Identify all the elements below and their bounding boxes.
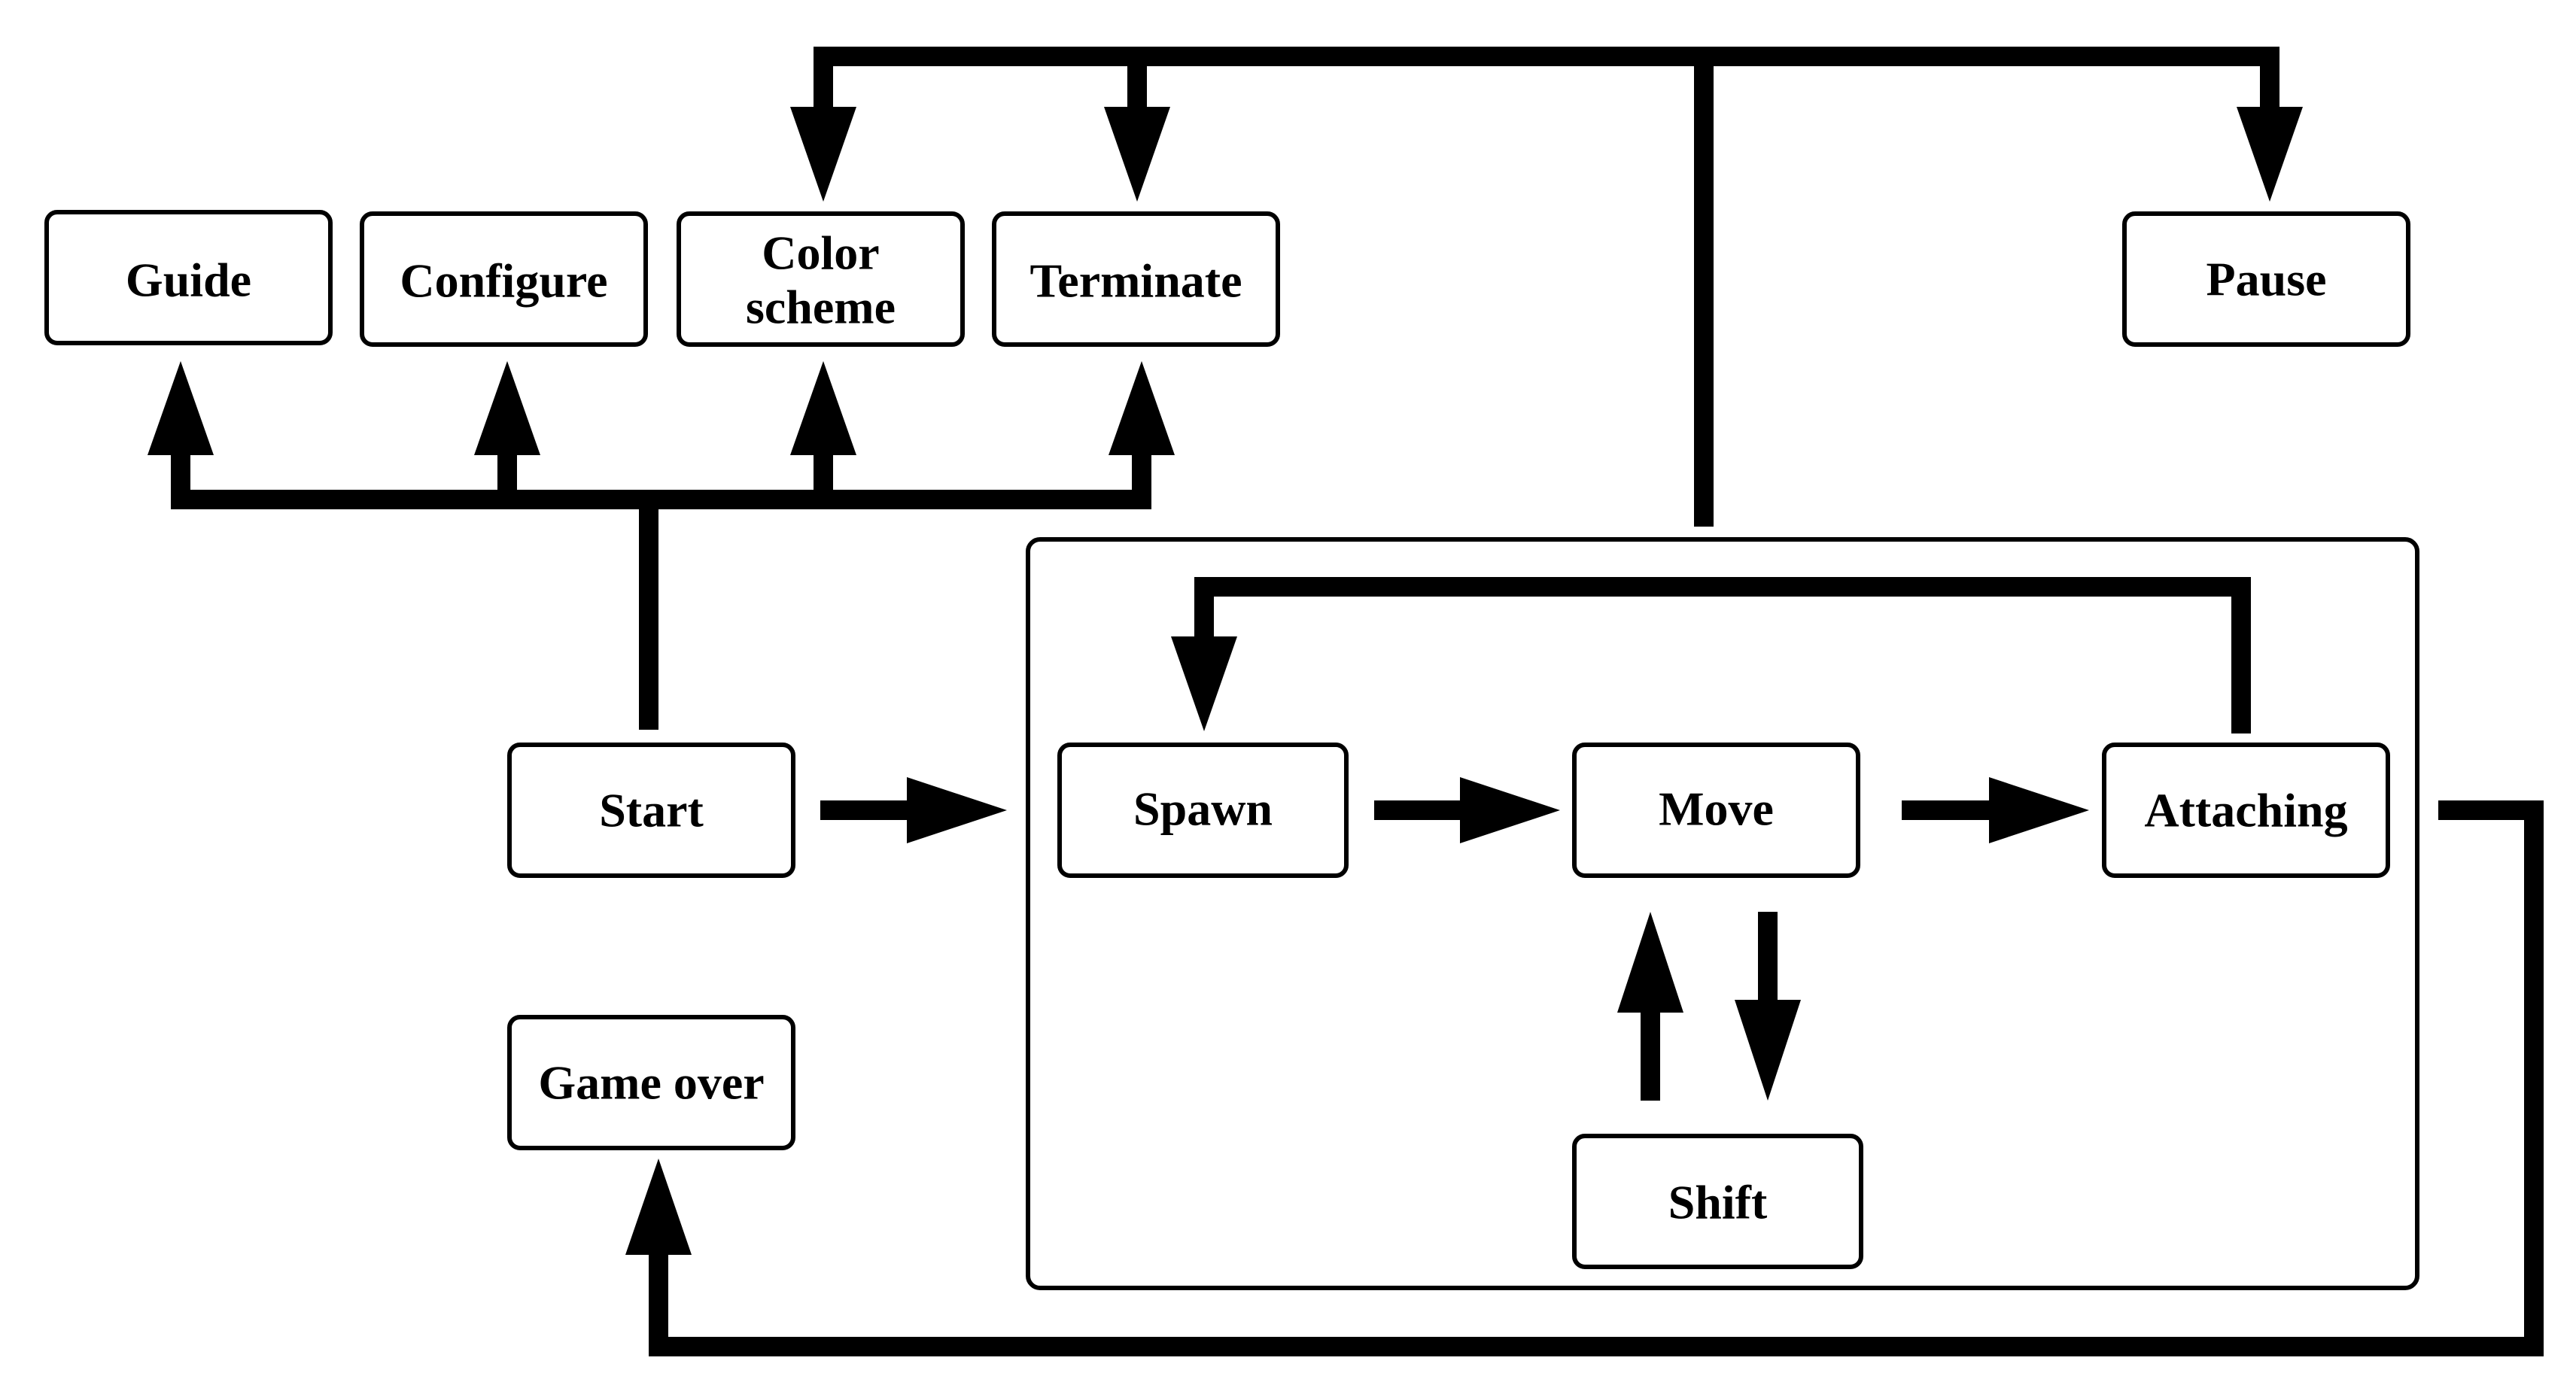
start-to-loop-arrow-head xyxy=(907,777,1007,843)
node-pause-label: Pause xyxy=(2206,253,2327,306)
node-color-scheme-label-line1: Color xyxy=(762,226,879,280)
game-over-arrow-head xyxy=(625,1159,692,1255)
node-color-scheme: Color scheme xyxy=(677,211,965,347)
attaching-return-line xyxy=(1194,577,2251,733)
top-color-scheme-arrow-head xyxy=(790,107,856,202)
top-pause-arrow-head xyxy=(2237,107,2303,202)
node-configure-label: Configure xyxy=(400,254,607,308)
game-loop-group xyxy=(1026,537,2419,1290)
guide-arrow-head xyxy=(148,361,214,455)
return-to-spawn-arrow-head xyxy=(1171,636,1237,731)
node-move-label: Move xyxy=(1659,782,1774,836)
node-shift: Shift xyxy=(1572,1134,1863,1269)
node-game-over-label: Game over xyxy=(538,1056,764,1110)
shift-to-move-arrow-head xyxy=(1617,912,1683,1013)
node-terminate: Terminate xyxy=(992,211,1280,347)
node-terminate-label: Terminate xyxy=(1029,254,1242,308)
node-guide-label: Guide xyxy=(126,254,251,307)
node-start: Start xyxy=(507,743,795,878)
attaching-to-game-over-line xyxy=(649,800,2544,1356)
node-spawn: Spawn xyxy=(1057,743,1349,878)
node-guide: Guide xyxy=(44,210,333,345)
node-game-over: Game over xyxy=(507,1015,795,1150)
color-scheme-arrow-head xyxy=(790,361,856,455)
node-color-scheme-label-line2: scheme xyxy=(746,281,896,334)
node-start-label: Start xyxy=(599,784,704,837)
terminate-arrow-head xyxy=(1109,361,1175,455)
move-to-shift-arrow-head xyxy=(1735,1000,1801,1101)
spawn-to-move-arrow-head xyxy=(1460,777,1560,843)
node-shift-label: Shift xyxy=(1668,1176,1768,1229)
node-move: Move xyxy=(1572,743,1860,878)
move-to-attaching-arrow-head xyxy=(1989,777,2089,843)
top-terminate-arrow-head xyxy=(1104,107,1170,202)
node-pause: Pause xyxy=(2122,211,2410,347)
node-attaching: Attaching xyxy=(2102,743,2390,878)
node-spawn-label: Spawn xyxy=(1133,782,1273,836)
node-attaching-label: Attaching xyxy=(2144,784,2347,837)
node-configure: Configure xyxy=(360,211,648,347)
configure-arrow-head xyxy=(474,361,540,455)
